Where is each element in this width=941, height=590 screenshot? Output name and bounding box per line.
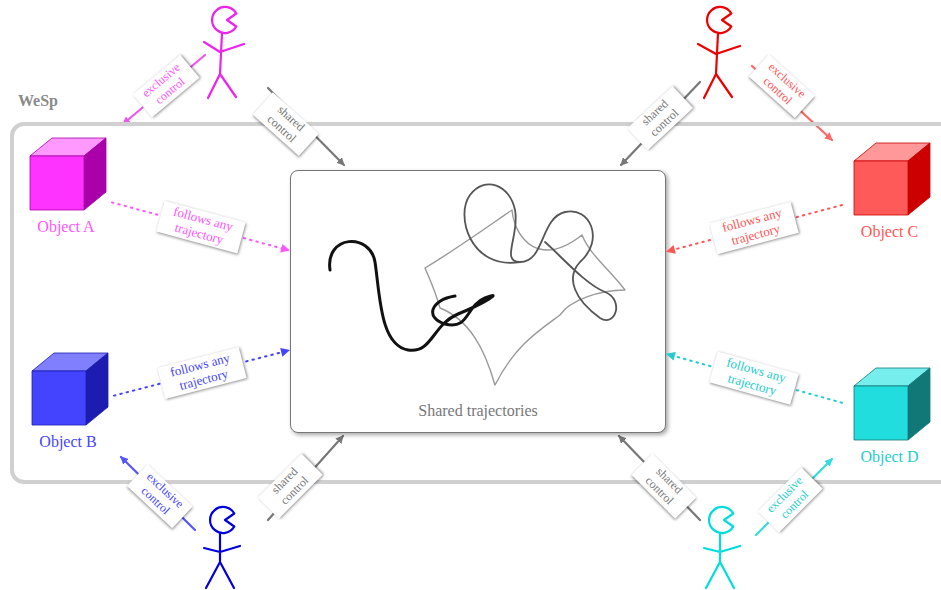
control-label: shared control [627,86,693,150]
stick-figure [204,7,244,98]
figure-body [698,33,740,98]
object-label: Object D [842,448,937,466]
object-node: Object A [20,130,112,250]
control-arrow [619,436,700,520]
arrow-head [666,352,676,361]
figure-body [704,533,740,588]
object-node: Object C [842,135,937,250]
cube-icon [850,139,930,219]
control-arrow [121,457,195,530]
cube-face [854,161,908,215]
arrow-head [666,245,676,254]
stick-figure [698,7,740,98]
cube-face [86,353,108,425]
group-heading: WeSp [18,92,58,110]
figure-head [707,7,731,33]
cube-face [854,386,908,440]
edge-label: follows any trajectory [156,200,245,253]
cube-icon [850,364,930,444]
figure-body [204,33,244,98]
object-label: Object B [22,433,114,451]
figure-head [709,507,733,533]
arrow-head [280,244,290,253]
object-node: Object B [22,345,114,470]
control-label: shared control [632,454,697,519]
arrow-head [280,348,290,357]
cube-face [84,138,106,210]
object-node: Object D [842,360,937,472]
cube-face [30,156,84,210]
figure-head [210,507,234,533]
cube-icon [28,349,108,429]
control-label: shared control [258,454,323,519]
figure-head [212,7,236,33]
panel-label: Shared trajectories [291,402,665,420]
system-group: WeSpObject A Object C Shared trajectoriesO… [10,92,941,484]
stick-figure [704,507,740,588]
control-label: exclusive control [749,54,815,117]
edge-label: follows any trajectory [157,347,246,399]
object-label: Object C [842,223,937,241]
control-label: shared control [253,92,319,155]
cube-icon [26,134,106,214]
edge-label: follows any trajectory [709,202,798,254]
cube-face [908,368,930,440]
cube-face [32,371,86,425]
edge-label: follows any trajectory [709,352,798,405]
figure-body [204,533,240,588]
control-arrow [123,55,205,124]
cube-face [908,143,930,215]
control-arrow [756,459,832,535]
object-label: Object A [20,218,112,236]
stick-figure [204,507,240,588]
